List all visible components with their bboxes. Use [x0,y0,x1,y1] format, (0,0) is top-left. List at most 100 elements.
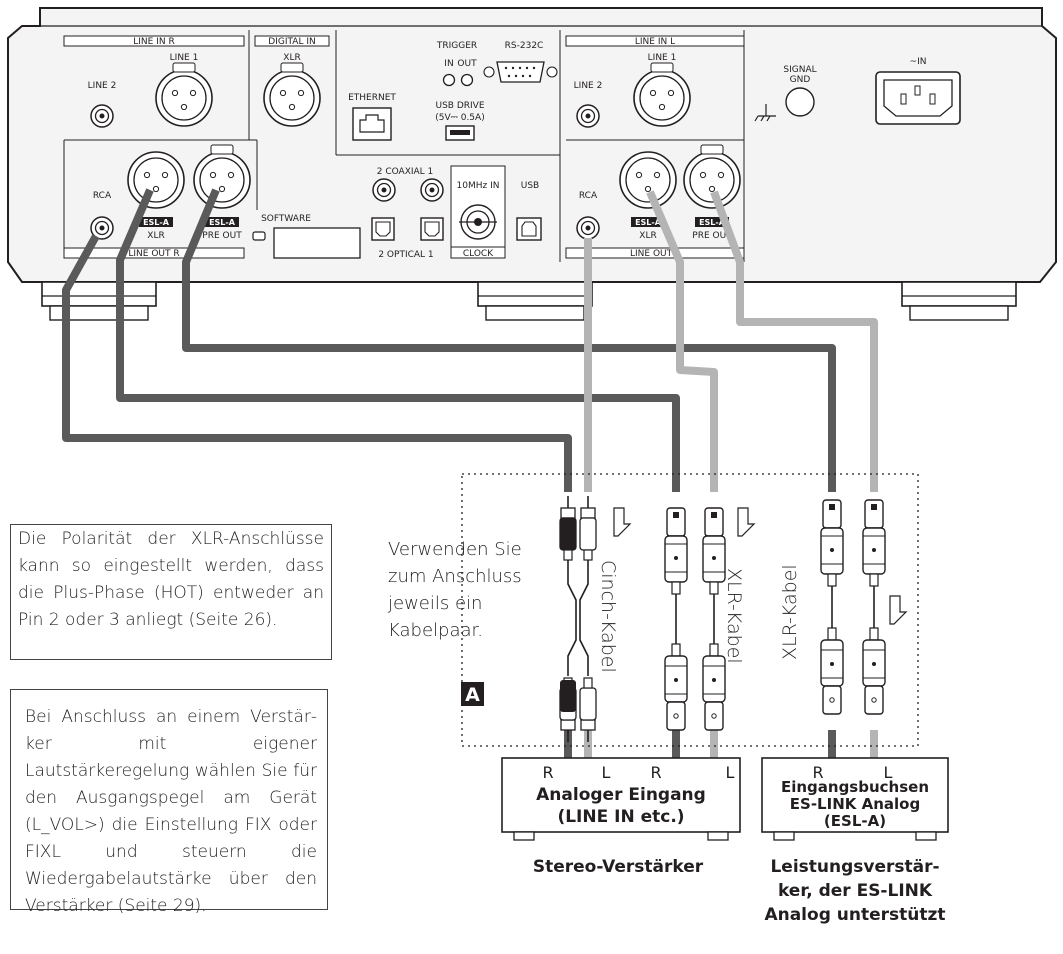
device-rear-panel: LINE IN R LINE 1 LINE 2 DIGITAL IN XLR T… [7,7,1057,321]
coaxial-1-jack[interactable] [420,178,444,202]
xlr-cable-illustration-2 [820,499,886,715]
coaxial-2-jack[interactable] [372,178,396,202]
stereo-amp-input-line1: Analoger Eingang [536,785,706,805]
ground-icon [754,104,776,122]
power-amp-input-line2: ES-LINK Analog [790,795,920,813]
usb-b-port[interactable] [516,217,542,241]
rca-out-l-label: RCA [579,191,598,201]
signal-gnd-terminal[interactable] [785,87,815,117]
cable-group-box [461,473,919,747]
cable-xlr-l [646,190,718,492]
digital-in-label: DIGITAL IN [268,37,315,47]
xlr-out-l-label: XLR [639,231,656,241]
connection-instruction-line: zum Anschluss [388,566,522,587]
power-amp-caption-2: ker, der ES-LINK [778,881,933,901]
rca-out-r-label: RCA [93,191,112,201]
cable-rca-r [62,234,572,492]
line2-label: LINE 2 [88,81,117,91]
trigger-in-label: IN [444,59,453,69]
line-out-r-section: RCA ESL-A XLR ESL-A PRE OUT LINE OUT R S… [63,144,361,259]
software-label: SOFTWARE [261,214,311,224]
digital-io-section: 2 COAXIAL 1 2 OPTICAL 1 10MHz IN C [371,165,542,260]
xlr-line1-r-jack[interactable] [155,69,213,127]
rs232c-port[interactable] [483,61,558,83]
line-in-l-label: LINE IN L [635,37,675,47]
usb-drive-label: USB DRIVE [435,101,484,111]
ethernet-label: ETHERNET [348,93,396,103]
cinch-cable-illustration [559,495,597,743]
line-in-r-label: LINE IN R [133,37,174,47]
line2-l-label: LINE 2 [574,81,603,91]
device-foot-right [901,281,1017,321]
rca-out-l-jack[interactable] [576,216,600,240]
stereo-amp-caption: Stereo-Verstärker [533,857,704,877]
line-in-r-section: LINE IN R LINE 1 LINE 2 [63,35,245,128]
line-in-l-section: LINE IN L LINE 1 LINE 2 [565,30,745,262]
pre-out-r-jack[interactable] [193,151,251,209]
usb-label: USB [521,181,539,191]
trigger-label: TRIGGER [436,41,477,51]
trigger-in-jack[interactable] [442,73,456,87]
esl-a-l-label: ESL-A [635,218,662,227]
stereo-amplifier [501,757,741,841]
pre-out-r-label: PRE OUT [202,231,242,241]
connection-instruction: Verwenden Sie zum Anschluss jeweils ein … [388,536,538,644]
ac-inlet[interactable] [875,71,961,125]
group-a-marker: A [461,682,484,706]
power-amplifier [761,757,949,841]
device-foot-center [477,281,593,321]
power-amp-input-line1: Eingangsbuchsen [781,778,929,796]
rca-line2-l-jack[interactable] [576,104,600,128]
xlr-out-l-jack[interactable] [619,151,677,209]
digital-in-section: DIGITAL IN XLR [254,35,330,127]
line1-l-label: LINE 1 [648,53,677,63]
xlr-out-r-jack[interactable] [127,151,185,209]
group-a-letter: A [465,684,480,706]
esl-a-l-label-2: ESL-A [699,218,726,227]
xlr-line1-l-jack[interactable] [633,69,691,127]
optical-label: 2 OPTICAL 1 [378,250,433,260]
pre-out-l-jack[interactable] [683,151,741,209]
xlr-digital-in-jack[interactable] [263,69,321,127]
connection-instruction-line: jeweils ein [388,593,483,614]
cable-pre-r [182,188,836,492]
xlr-cable-label-2: XLR-Kabel [779,564,801,660]
line-out-l-section: RCA ESL-A XLR ESL-A PRE OUT LINE OUT L [565,144,745,259]
optical-2-port[interactable] [371,217,395,241]
polarity-note: Die Polarität der XLR-Anschlüsse kann so… [10,524,332,660]
direction-arrow-icons [613,507,908,625]
stereo-amp-input-line2: (LINE IN etc.) [557,807,684,827]
line-out-r-label: LINE OUT R [128,249,179,259]
rs232c-label: RS-232C [505,41,544,51]
power-amp-caption-1: Leistungsverstär- [770,857,939,877]
volume-note: Bei Anschluss an einem Verstär­ker mit e… [10,689,328,916]
xlr-cable-label-1: XLR-Kabel [723,568,745,664]
stereo-amp-r1: R [542,763,553,782]
stereo-amp-l1: L [602,763,611,782]
connection-instruction-line: Verwenden Sie [388,539,522,560]
cable-xlr-r [116,188,680,492]
cable-pre-l [710,190,878,492]
power-amp-caption-3: Analog unterstützt [764,905,945,925]
xlr-out-r-label: XLR [147,231,164,241]
stereo-amp-r2: R [650,763,661,782]
software-port[interactable] [252,231,266,241]
xlr-cable-illustration-1 [664,507,726,731]
usb-drive-spec: (5V⎓ 0.5A) [435,113,484,123]
ethernet-port[interactable] [352,107,392,141]
trigger-out-jack[interactable] [460,73,474,87]
pre-out-l-label: PRE OUT [692,231,732,241]
digital-xlr-label: XLR [283,53,300,63]
signal-gnd-label-2: GND [790,75,811,85]
trigger-out-label: OUT [457,59,477,69]
esl-a-r-label: ESL-A [143,218,170,227]
line-out-l-label: LINE OUT L [630,249,680,259]
connection-instruction-line: Kabelpaar. [388,620,483,641]
power-amp-input-line3: (ESL-A) [824,812,886,830]
clock-bnc-jack[interactable] [459,204,497,240]
line1-label: LINE 1 [170,53,199,63]
signal-gnd-label: SIGNAL [783,65,816,75]
optical-1-port[interactable] [420,217,444,241]
rca-line2-r-jack[interactable] [90,104,114,128]
